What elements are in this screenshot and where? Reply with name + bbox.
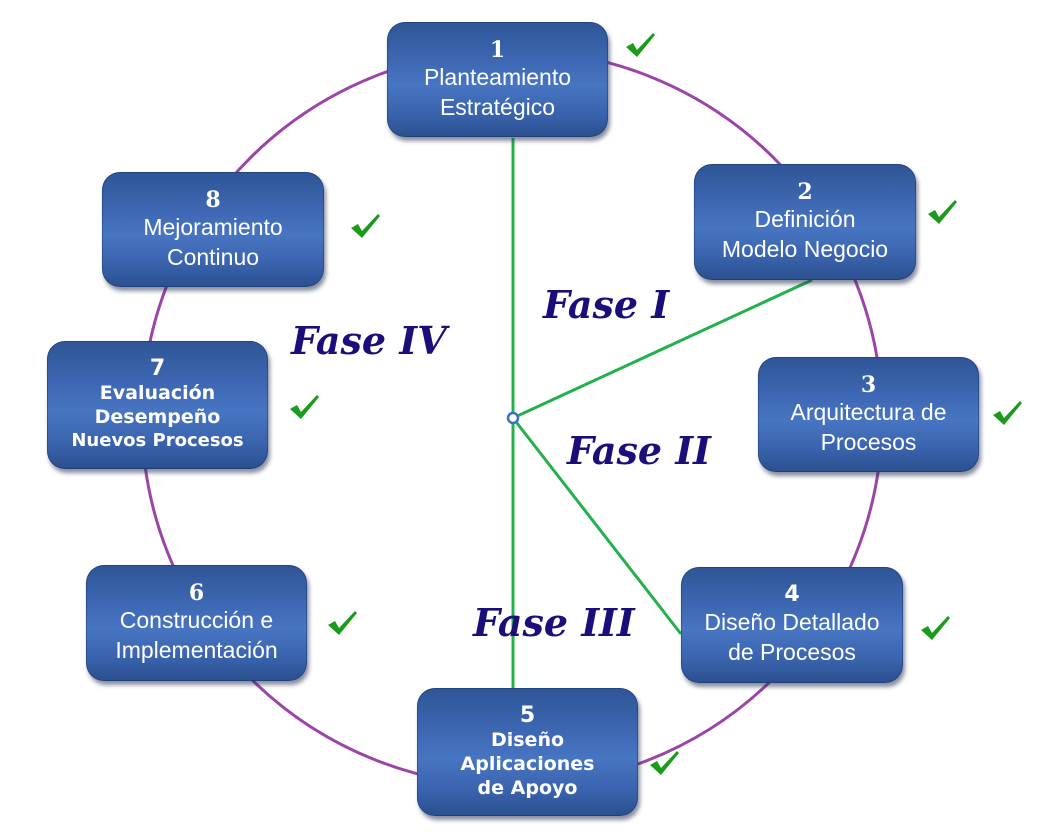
center-node xyxy=(506,411,520,425)
step-title-line: Desempeño xyxy=(94,406,221,428)
step-title-line: Planteamiento xyxy=(423,63,572,90)
checkmark-icon xyxy=(626,33,655,57)
step-1-box[interactable]: 1 Planteamiento Estratégico xyxy=(387,22,608,137)
step-title-line: Implementación xyxy=(115,637,278,663)
step-title-line: Continuo xyxy=(166,243,260,270)
step-number: 7 xyxy=(149,356,166,381)
phase-label-4: Fase IV xyxy=(291,318,447,363)
step-6-box[interactable]: 6 Construcción e Implementación xyxy=(86,565,307,681)
spoke-to-step-2 xyxy=(512,278,813,420)
step-number: 2 xyxy=(797,179,813,205)
phase-label-1: Fase I xyxy=(543,282,670,327)
step-title-line: Modelo Negocio xyxy=(721,236,889,262)
phase-label-2: Fase II xyxy=(567,428,711,473)
checkmark-icon xyxy=(993,401,1022,425)
checkmark-icon xyxy=(928,200,957,224)
step-title-line: Arquitectura de xyxy=(790,398,947,425)
step-number: 6 xyxy=(188,580,205,606)
phase-label-3: Fase III xyxy=(473,600,635,645)
step-number: 8 xyxy=(205,186,221,213)
step-4-box[interactable]: 4 Diseño Detallado de Procesos xyxy=(681,567,903,683)
step-title-line: Definición xyxy=(754,206,856,232)
step-2-box[interactable]: 2 Definición Modelo Negocio xyxy=(694,164,916,280)
step-title-line: Diseño xyxy=(490,729,565,751)
step-title-line: Nuevos Procesos xyxy=(71,430,244,451)
step-8-box[interactable]: 8 Mejoramiento Continuo xyxy=(102,172,324,287)
step-number: 3 xyxy=(860,371,877,398)
step-title-line: Procesos xyxy=(820,428,917,455)
spoke-to-step-4 xyxy=(511,417,683,635)
step-title-line: Aplicaciones xyxy=(460,753,595,775)
step-title-line: Mejoramiento xyxy=(143,213,283,240)
step-title-line: Estratégico xyxy=(439,93,556,120)
checkmark-icon xyxy=(921,616,950,640)
step-number: 1 xyxy=(489,36,506,63)
step-5-box[interactable]: 5 Diseño Aplicaciones de Apoyo xyxy=(417,688,638,816)
checkmark-icon xyxy=(290,395,319,419)
step-title-line: Diseño Detallado xyxy=(704,609,880,635)
checkmark-icon xyxy=(650,751,679,775)
step-title-line: Evaluación xyxy=(99,382,216,404)
step-title-line: de Procesos xyxy=(728,639,856,665)
step-number: 4 xyxy=(784,582,800,607)
step-3-box[interactable]: 3 Arquitectura de Procesos xyxy=(758,357,979,472)
checkmark-icon xyxy=(328,611,357,635)
step-7-box[interactable]: 7 Evaluación Desempeño Nuevos Procesos xyxy=(47,341,268,469)
step-title-line: de Apoyo xyxy=(477,777,578,799)
step-number: 5 xyxy=(519,703,536,728)
checkmark-icon xyxy=(351,214,380,238)
step-title-line: Construcción e xyxy=(119,607,274,633)
